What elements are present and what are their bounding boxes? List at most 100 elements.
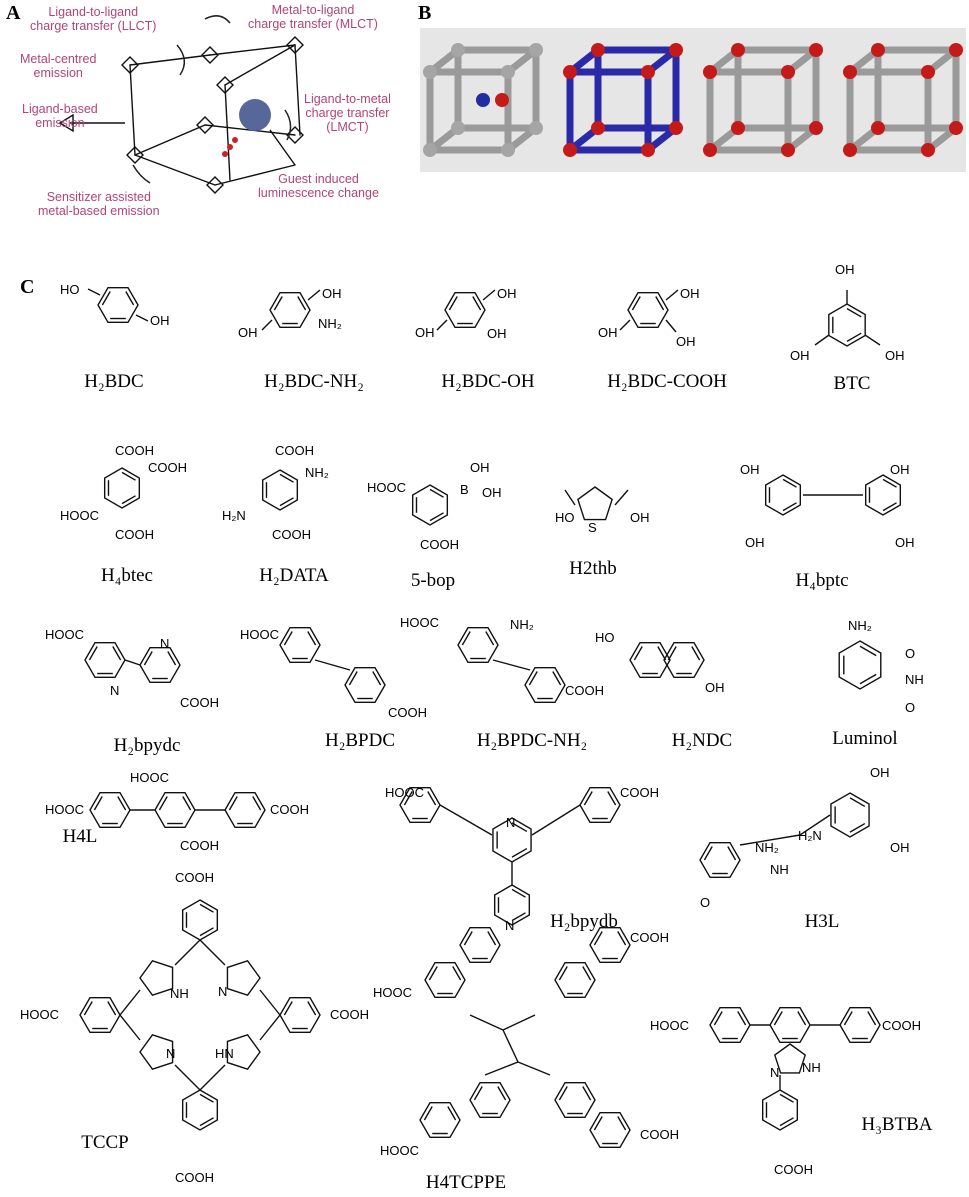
atom-label: COOH xyxy=(270,802,309,817)
cube-node xyxy=(949,43,963,57)
double-bond xyxy=(657,646,667,661)
cube-node xyxy=(843,65,857,79)
ligand-name: H₂BDC xyxy=(84,371,144,392)
benzene-ring xyxy=(419,1101,461,1139)
double-bond xyxy=(297,296,307,311)
ligand-name: H₂bpydc xyxy=(113,735,181,756)
atom-label: OH xyxy=(470,460,490,475)
ligand-name: H₃BTBA xyxy=(861,1114,933,1135)
benzene-ring xyxy=(139,646,181,684)
cube-node xyxy=(809,121,823,135)
ligand-name: H₂BDC-OH xyxy=(441,371,535,392)
cube-node xyxy=(451,43,465,57)
bond xyxy=(484,1061,519,1076)
benzene-ring xyxy=(279,626,321,664)
double-bond xyxy=(101,291,111,306)
cube-node xyxy=(921,65,935,79)
bond xyxy=(119,1014,141,1041)
atom-label: OH xyxy=(482,485,502,500)
bond xyxy=(739,834,801,846)
benzene-ring xyxy=(663,641,705,679)
cube-node xyxy=(563,143,577,157)
atom-label: COOH xyxy=(115,527,154,542)
atom-label: OH xyxy=(895,535,915,550)
atom-label: N xyxy=(505,918,515,933)
atom-label: HOOC xyxy=(130,770,169,785)
double-bond xyxy=(487,931,497,946)
benzene-ring xyxy=(154,791,196,829)
double-bond xyxy=(428,966,438,981)
ligand-name: H2thb xyxy=(569,558,617,579)
acid-bond xyxy=(564,489,576,506)
atom-label: NH₂ xyxy=(755,840,779,855)
double-bond xyxy=(93,796,103,811)
luminescence-mechanism-cube xyxy=(58,15,304,194)
atom-label: COOH xyxy=(175,1170,214,1185)
cube-node xyxy=(669,121,683,135)
cube-node xyxy=(703,143,717,157)
cube-models-panel xyxy=(420,28,966,172)
double-bond xyxy=(252,796,262,811)
double-bond xyxy=(582,966,592,981)
double-bond xyxy=(199,1117,214,1127)
double-bond xyxy=(583,791,593,806)
acid-bond xyxy=(135,314,149,322)
metal-node xyxy=(126,146,144,164)
yellow-strut xyxy=(134,124,206,156)
atom-label: B xyxy=(460,482,469,497)
cube-node xyxy=(781,65,795,79)
atom-label: OH xyxy=(885,348,905,363)
double-bond xyxy=(228,796,238,811)
atom-label: O xyxy=(905,700,916,715)
double-bond xyxy=(703,846,713,861)
teal-strut xyxy=(224,84,231,181)
double-bond xyxy=(448,296,458,311)
double-bond xyxy=(182,796,192,811)
metal-node xyxy=(216,76,234,94)
double-bond xyxy=(199,903,214,913)
atom-label: COOH xyxy=(272,527,311,542)
double-bond xyxy=(107,1001,117,1016)
atom-label: COOH xyxy=(774,1162,813,1177)
ligand-name: H₂BPDC xyxy=(325,730,395,751)
atom-label: OH xyxy=(150,313,170,328)
benzene-ring xyxy=(629,641,671,679)
double-bond xyxy=(859,673,877,685)
cube-node xyxy=(529,43,543,57)
atom-label: OH xyxy=(705,680,725,695)
benzene-ring xyxy=(493,884,531,926)
atom-label: HOOC xyxy=(650,1018,689,1033)
atom-label: NH xyxy=(770,862,789,877)
emission-arrow xyxy=(269,129,296,166)
atom-label: O xyxy=(905,646,916,661)
benzene-ring xyxy=(830,792,870,838)
double-bond xyxy=(447,1106,457,1121)
bond xyxy=(124,659,141,666)
cube-node xyxy=(423,65,437,79)
atom-label: HOOC xyxy=(20,1007,59,1022)
double-bond xyxy=(283,1001,293,1016)
bond xyxy=(119,989,141,1016)
benzene-ring xyxy=(89,791,131,829)
double-bond xyxy=(463,931,473,946)
atom-label: NH₂ xyxy=(848,618,872,633)
atom-label: COOH xyxy=(882,1018,921,1033)
atom-label: OH xyxy=(890,840,910,855)
ligand-name: H₂bpydb xyxy=(550,911,618,932)
benzene-ring xyxy=(79,996,121,1034)
atom-label: OH xyxy=(745,535,765,550)
atom-label: H₂N xyxy=(798,828,822,843)
double-bond xyxy=(849,822,866,833)
atom-label: COOH xyxy=(630,930,669,945)
bond xyxy=(174,939,201,966)
atom-label: OH xyxy=(870,765,890,780)
cube-node xyxy=(949,121,963,135)
guest-atom xyxy=(476,93,490,107)
double-bond xyxy=(485,631,495,646)
double-bond xyxy=(633,646,643,661)
